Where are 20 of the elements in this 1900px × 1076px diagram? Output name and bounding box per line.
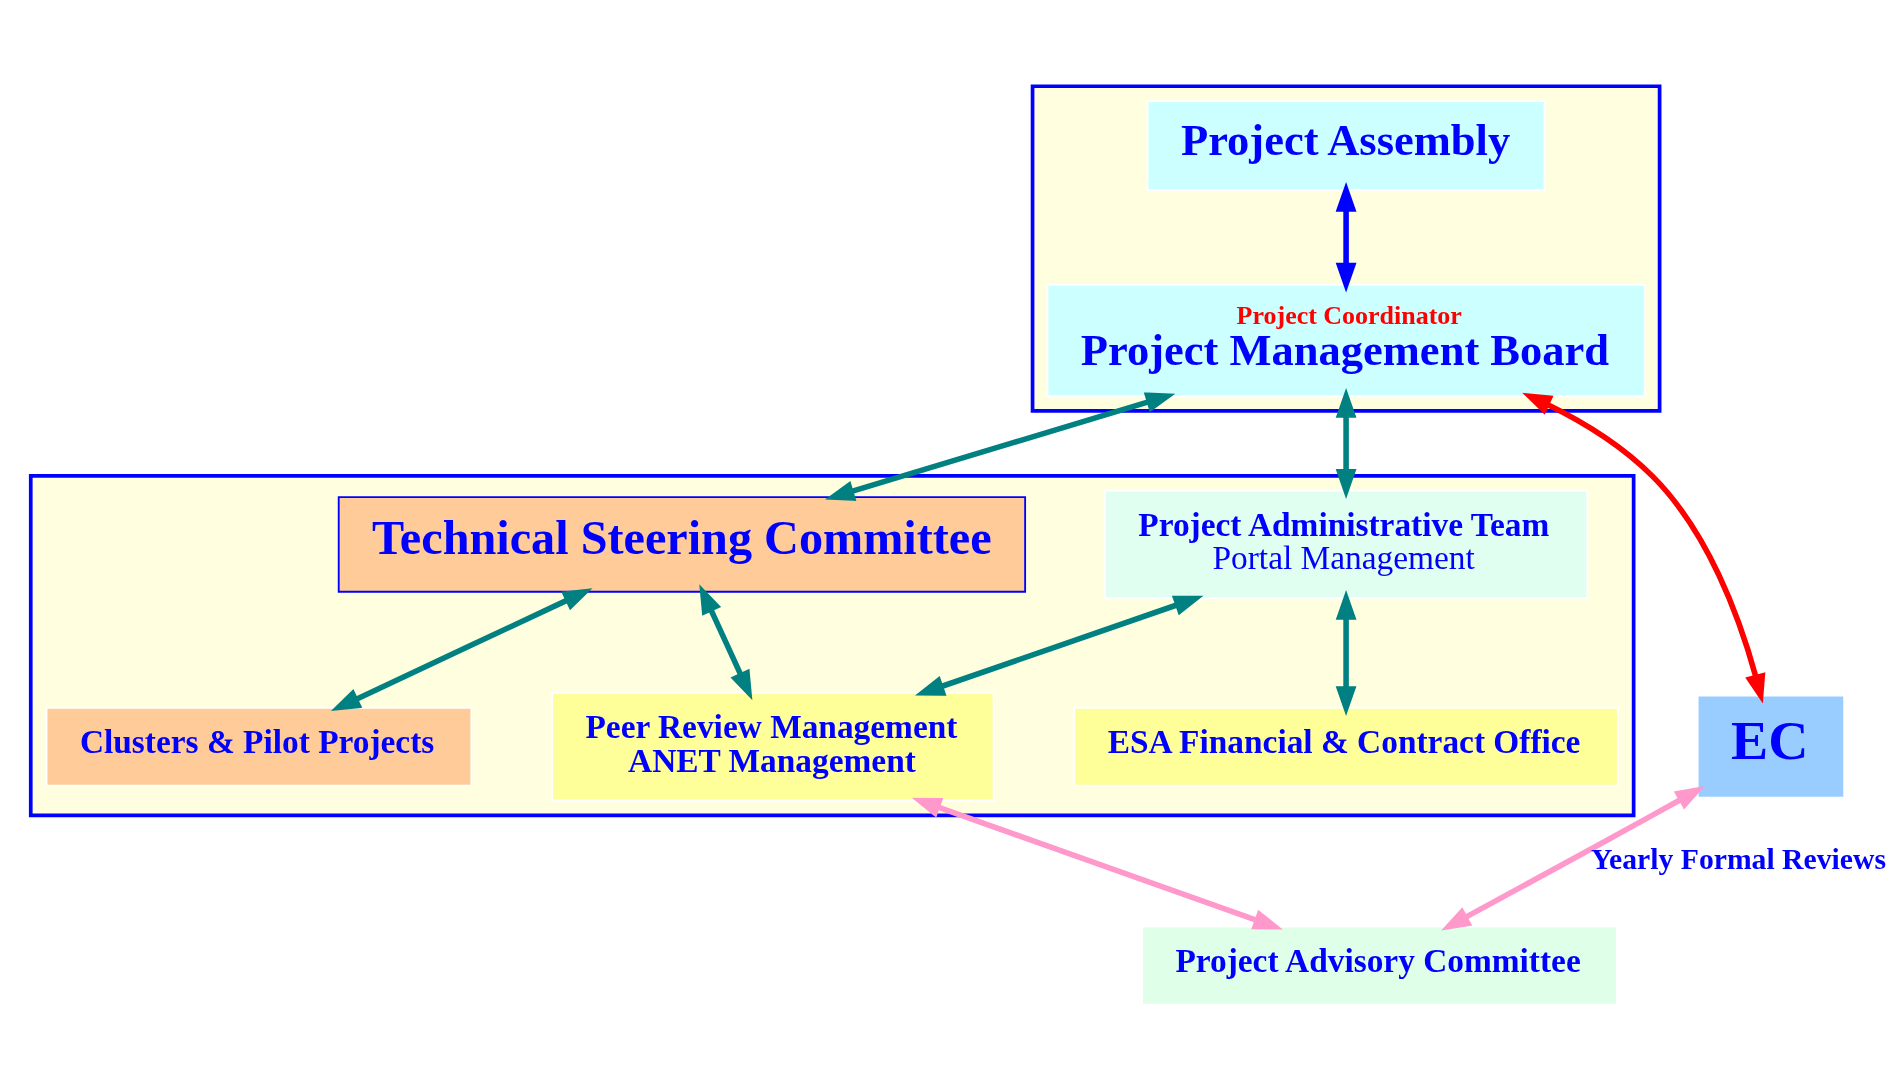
arrow <box>699 584 753 701</box>
edge-label: Yearly Formal Reviews <box>1590 842 1886 875</box>
node-box: EC <box>1696 694 1846 799</box>
arrow <box>914 595 1204 696</box>
node-box: Project Coordinator Project Management Board <box>1046 283 1646 397</box>
arrow <box>1335 181 1357 293</box>
arrow <box>911 797 1283 930</box>
arrow <box>824 392 1176 501</box>
arrow <box>330 588 593 712</box>
node-box: Project Administrative Team Portal Management <box>1104 489 1589 600</box>
node-box: Project Advisory Committee <box>1141 925 1618 1006</box>
node-box: ESA Financial & Contract Office <box>1073 706 1619 787</box>
node-box: Clusters & Pilot Projects <box>45 706 473 787</box>
node-box: Technical Steering Committee <box>337 496 1027 593</box>
arrow <box>1441 785 1705 931</box>
arrow <box>1335 590 1357 716</box>
node-box: Project Assembly <box>1146 100 1546 192</box>
node-box: Peer Review Management ANET Management <box>551 692 995 802</box>
arrow <box>1522 392 1766 704</box>
arrow <box>1335 388 1357 499</box>
